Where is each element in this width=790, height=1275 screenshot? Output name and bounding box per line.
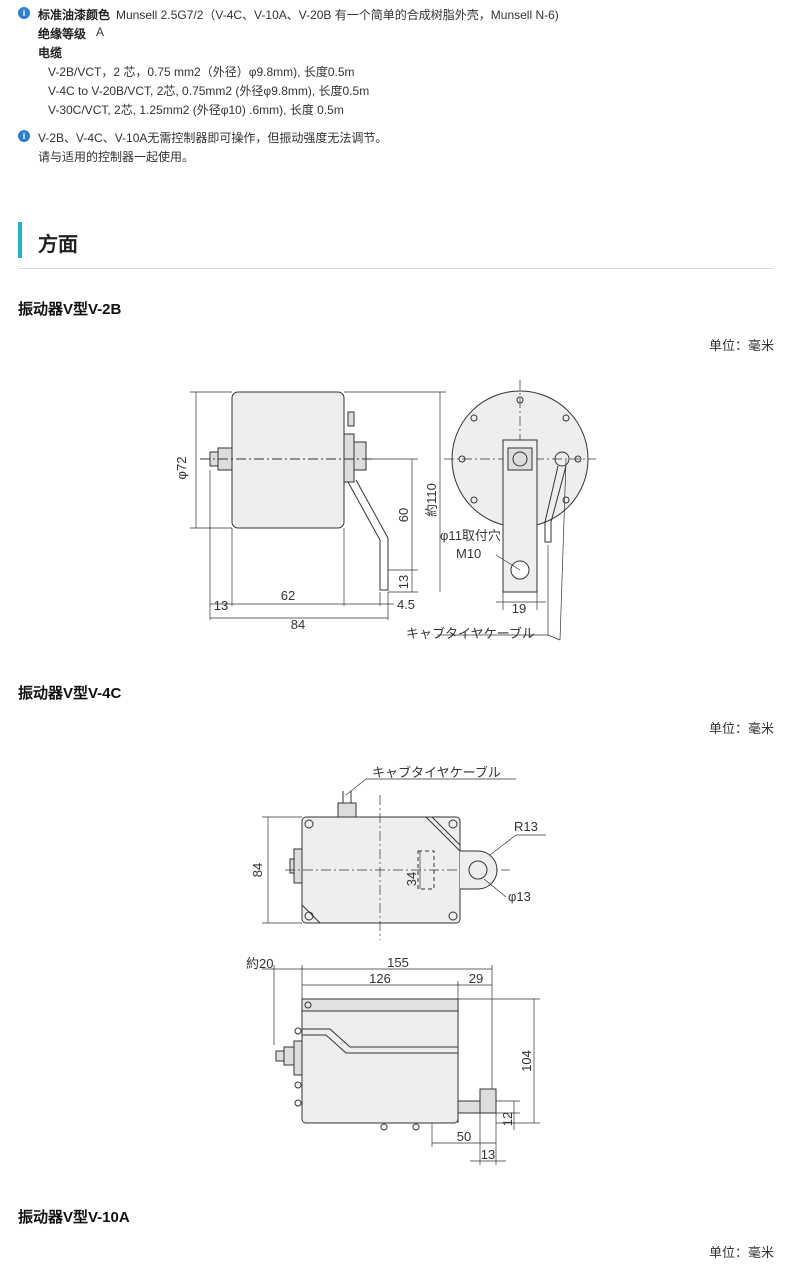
cable-label: キャブタイヤケーブル [406, 626, 535, 641]
unit-label: 单位：毫米 [708, 1245, 774, 1260]
unit-label: 单位：毫米 [708, 721, 774, 736]
note-line-1: V-2B、V-4C、V-10A无需控制器即可操作，但振动强度无法调节。 [38, 131, 388, 145]
dim-text: 約20 [246, 956, 273, 971]
hole-label: φ11取付穴 [440, 528, 501, 543]
dim-text: 19 [512, 601, 526, 616]
dim-text: 104 [519, 1050, 534, 1072]
dim-text: 4.5 [397, 597, 415, 612]
dim-text: 60 [396, 508, 411, 522]
model-title-v10a: 振动器V型V-10A [18, 1209, 130, 1226]
dim-text: 155 [387, 955, 409, 970]
dim-text: 34 [404, 872, 419, 886]
dim-text: 13 [481, 1147, 495, 1162]
thread-label: M10 [456, 546, 481, 561]
insulation-label: 绝缘等级 [38, 27, 87, 41]
dim-text: R13 [514, 819, 538, 834]
model-title-v4c: 振动器V型V-4C [18, 685, 122, 702]
cable-line: V-30C/VCT, 2芯, 1.25mm2 (外径φ10) .6mm), 长度… [48, 103, 344, 117]
cable-line: V-2B/VCT，2 芯，0.75 mm2（外径）φ9.8mm), 长度0.5m [48, 65, 355, 79]
drawing-v4c: キャブタイヤケーブル 84 34 R13 φ13 約20 155 126 29 … [246, 765, 546, 1165]
v4c-side-body [301, 998, 459, 1124]
drawing-v2b: φ72 60 13 約110 13 62 84 4.5 19 φ11取付穴 M1… [174, 380, 596, 641]
cable-label: キャブタイヤケーブル [372, 765, 501, 780]
dim-text: 13 [396, 575, 411, 589]
v2b-body [231, 391, 345, 529]
cable-label: 电缆 [38, 46, 63, 60]
dim-text: 84 [291, 617, 305, 632]
dim-text: 84 [250, 863, 265, 877]
info-icon: i [18, 130, 30, 142]
dim-text: 12 [500, 1112, 515, 1126]
dim-text: 約110 [424, 483, 439, 517]
dim-text: 62 [281, 588, 295, 603]
note-line-2: 请与适用的控制器一起使用。 [38, 150, 195, 164]
unit-label: 单位：毫米 [708, 338, 774, 353]
color-label: 标准油漆颜色 [38, 8, 111, 22]
dim-text: 126 [369, 971, 391, 986]
section-accent-bar [18, 222, 22, 258]
color-value: Munsell 2.5G7/2（V-4C、V-10A、V-20B 有一个简单的合… [116, 8, 559, 22]
dim-text: 29 [469, 971, 483, 986]
dim-text: 13 [214, 598, 228, 613]
insulation-value: A [96, 25, 105, 39]
section-title: 方面 [38, 234, 78, 256]
dim-text: φ13 [508, 889, 531, 904]
info-icon: i [18, 7, 30, 19]
model-title-v2b: 振动器V型V-2B [18, 301, 122, 318]
dim-text: φ72 [174, 457, 189, 480]
dim-text: 50 [457, 1129, 471, 1144]
cable-line: V-4C to V-20B/VCT, 2芯, 0.75mm2 (外径φ9.8mm… [48, 84, 370, 98]
section-divider [18, 268, 774, 269]
